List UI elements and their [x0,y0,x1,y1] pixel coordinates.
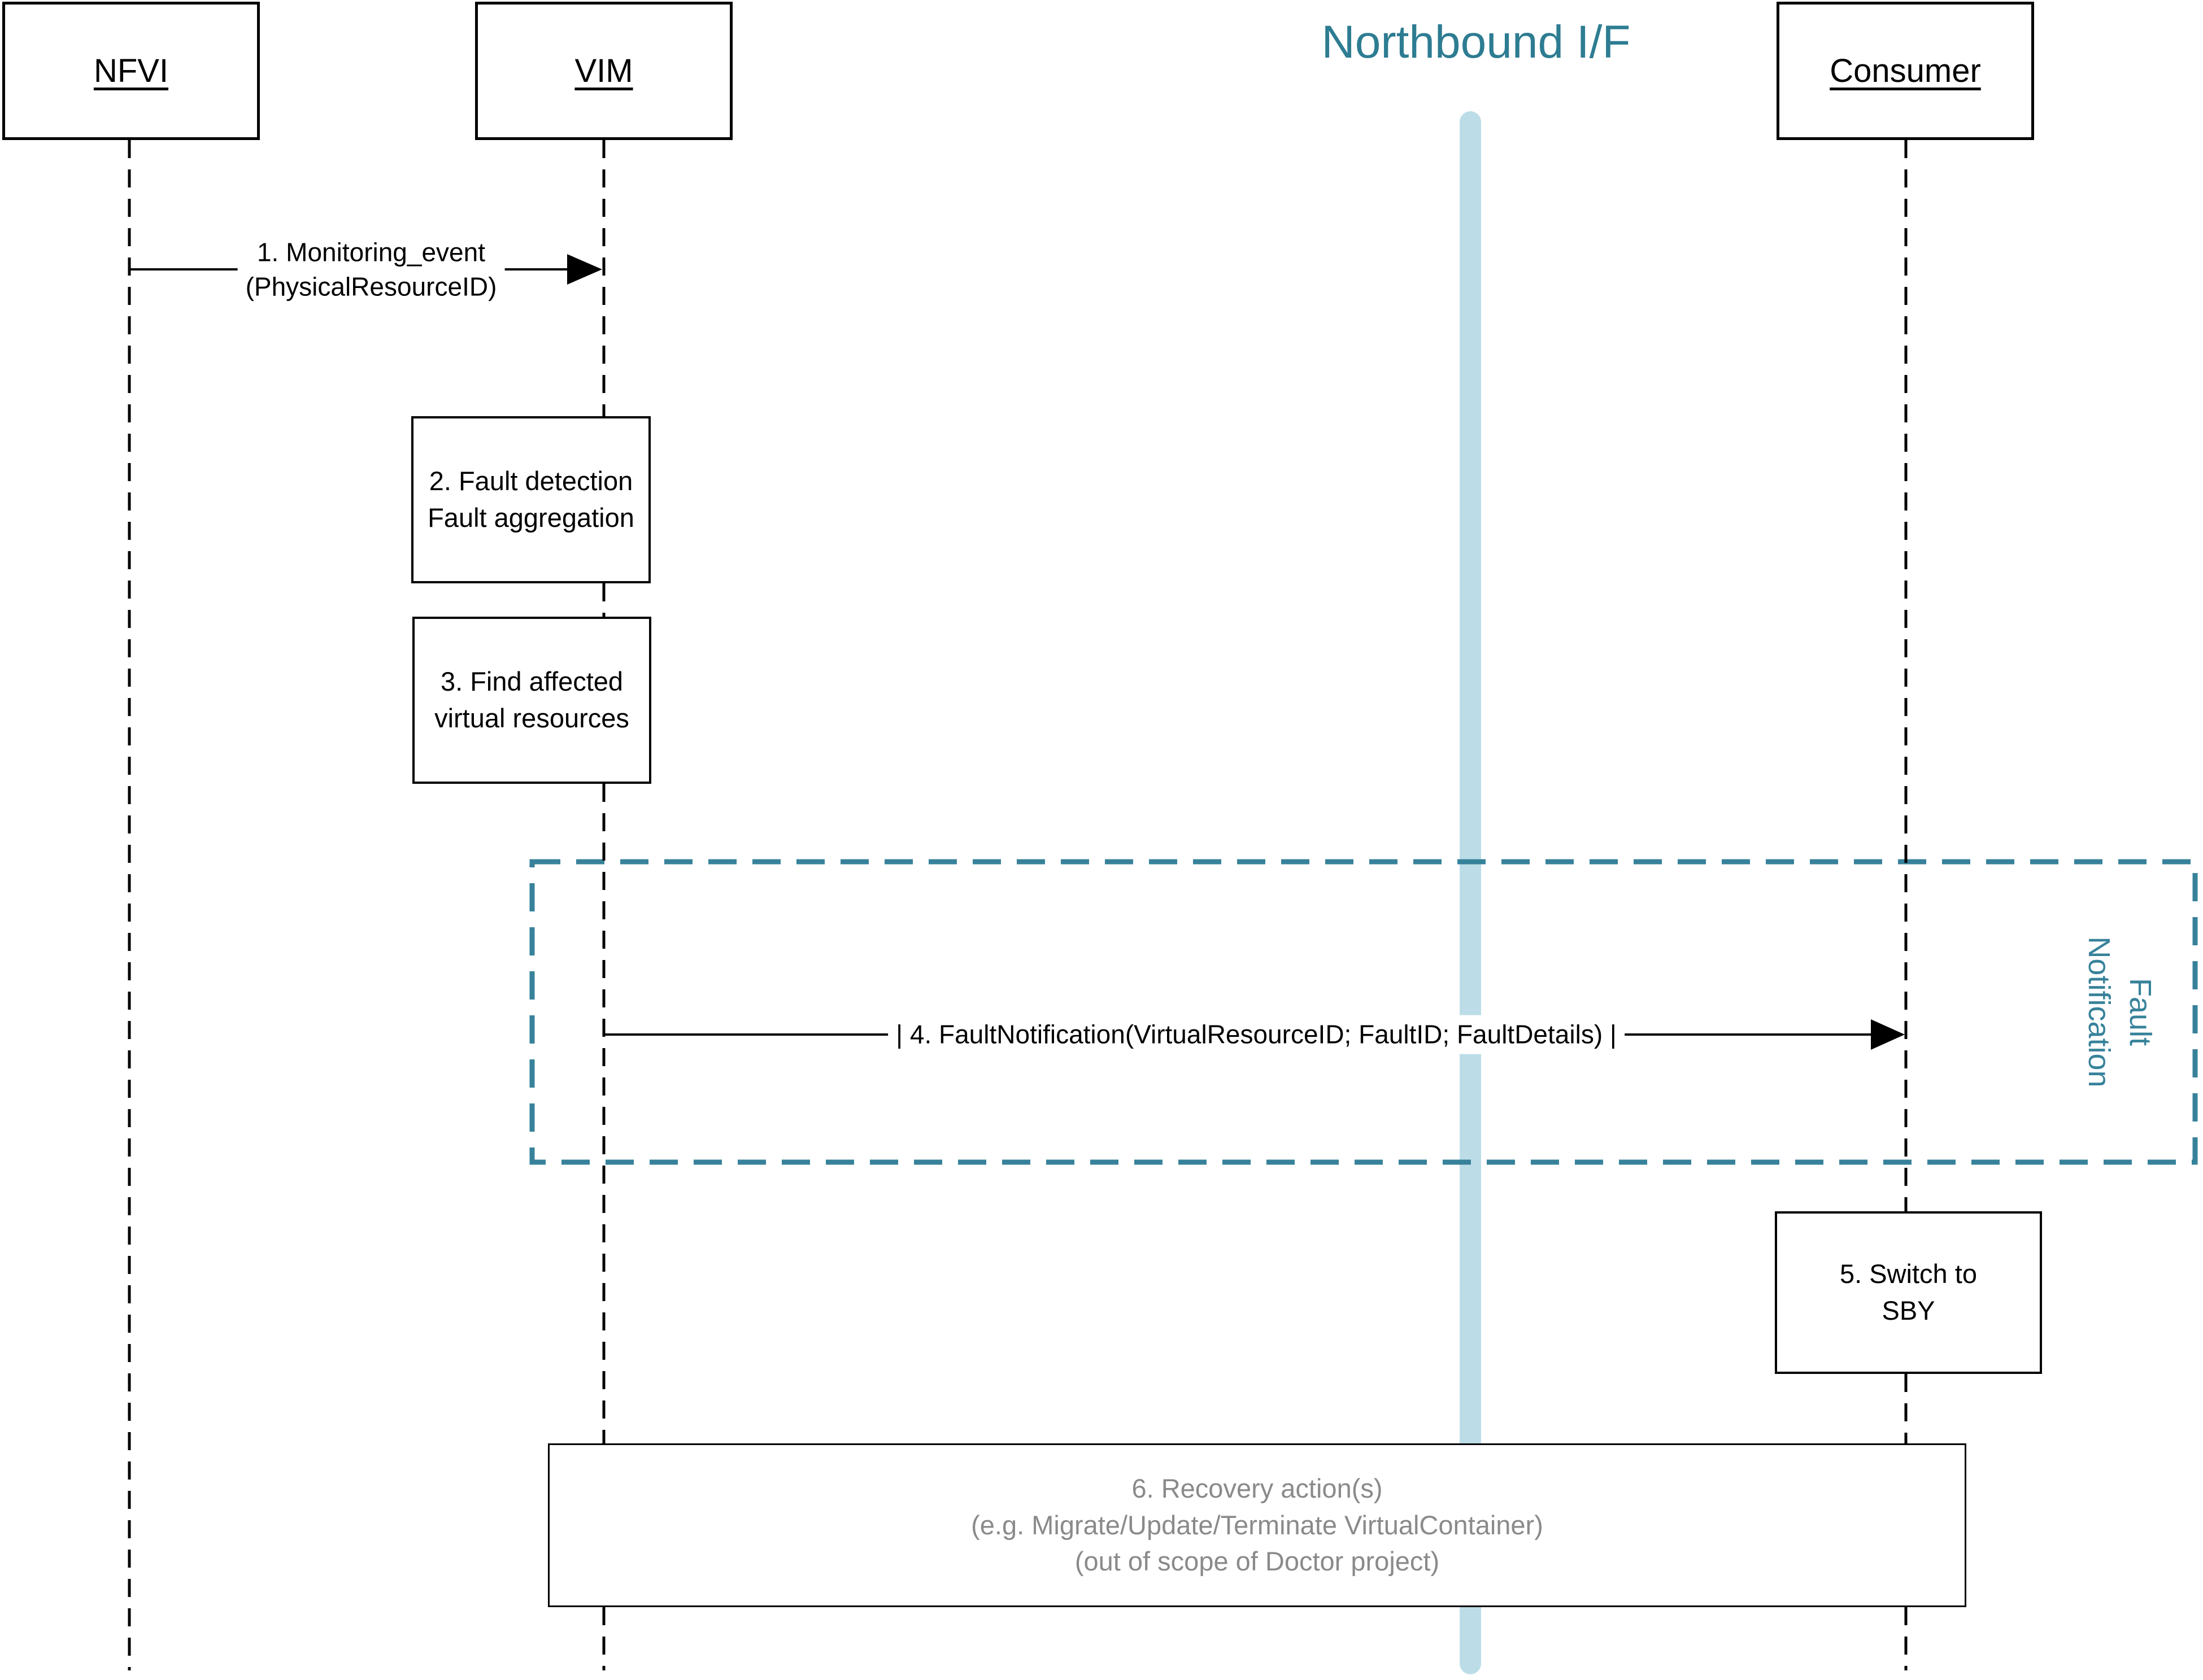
region-label-line2: Notification [2082,936,2116,1088]
actor-label-consumer: Consumer [1830,53,1981,89]
fault-notification-region-label: Fault Notification [2078,936,2161,1087]
activity2-line1: 2. Fault detection [429,466,633,496]
activity6-line1: 6. Recovery action(s) [1131,1473,1383,1503]
message4-arrowhead-icon [1871,1019,1905,1050]
activity-box-fault-detection: 2. Fault detection Fault aggregation [411,416,651,583]
actor-box-nfvi: NFVI [2,2,260,140]
activity6-line2: (e.g. Migrate/Update/Terminate VirtualCo… [971,1509,1543,1540]
activity-box-find-affected-resources: 3. Find affected virtual resources [412,617,651,784]
northbound-interface-bar [1460,111,1481,1674]
activity-box-recovery-actions: 6. Recovery action(s) (e.g. Migrate/Upda… [548,1443,1966,1607]
activity-box-switch-to-sby: 5. Switch to SBY [1775,1211,2042,1374]
message1-label-line2: (PhysicalResourceID) [245,272,497,301]
message1-label-line1: 1. Monitoring_event [256,237,486,267]
activity2-line2: Fault aggregation [428,503,634,533]
message1-label: 1. Monitoring_event (PhysicalResourceID) [237,233,505,306]
actor-label-nfvi: NFVI [93,53,169,89]
lifelines [128,140,1908,1670]
fault-notification-region-border [529,859,2198,1165]
activity3-line2: virtual resources [434,703,629,733]
northbound-interface-title: Northbound I/F [1321,16,1631,68]
activity3-line1: 3. Find affected [440,666,624,697]
activity5-line1: 5. Switch to [1840,1259,1977,1289]
activity6-line3: (out of scope of Doctor project) [1074,1546,1440,1577]
actor-box-vim: VIM [475,2,733,140]
activity5-line2: SBY [1882,1295,1935,1325]
actor-box-consumer: Consumer [1777,2,2034,140]
actor-label-vim: VIM [574,53,633,89]
region-label-line1: Fault [2123,978,2157,1046]
message1-arrowhead-icon [567,254,602,285]
message4-label: | 4. FaultNotification(VirtualResourceID… [888,1015,1625,1054]
